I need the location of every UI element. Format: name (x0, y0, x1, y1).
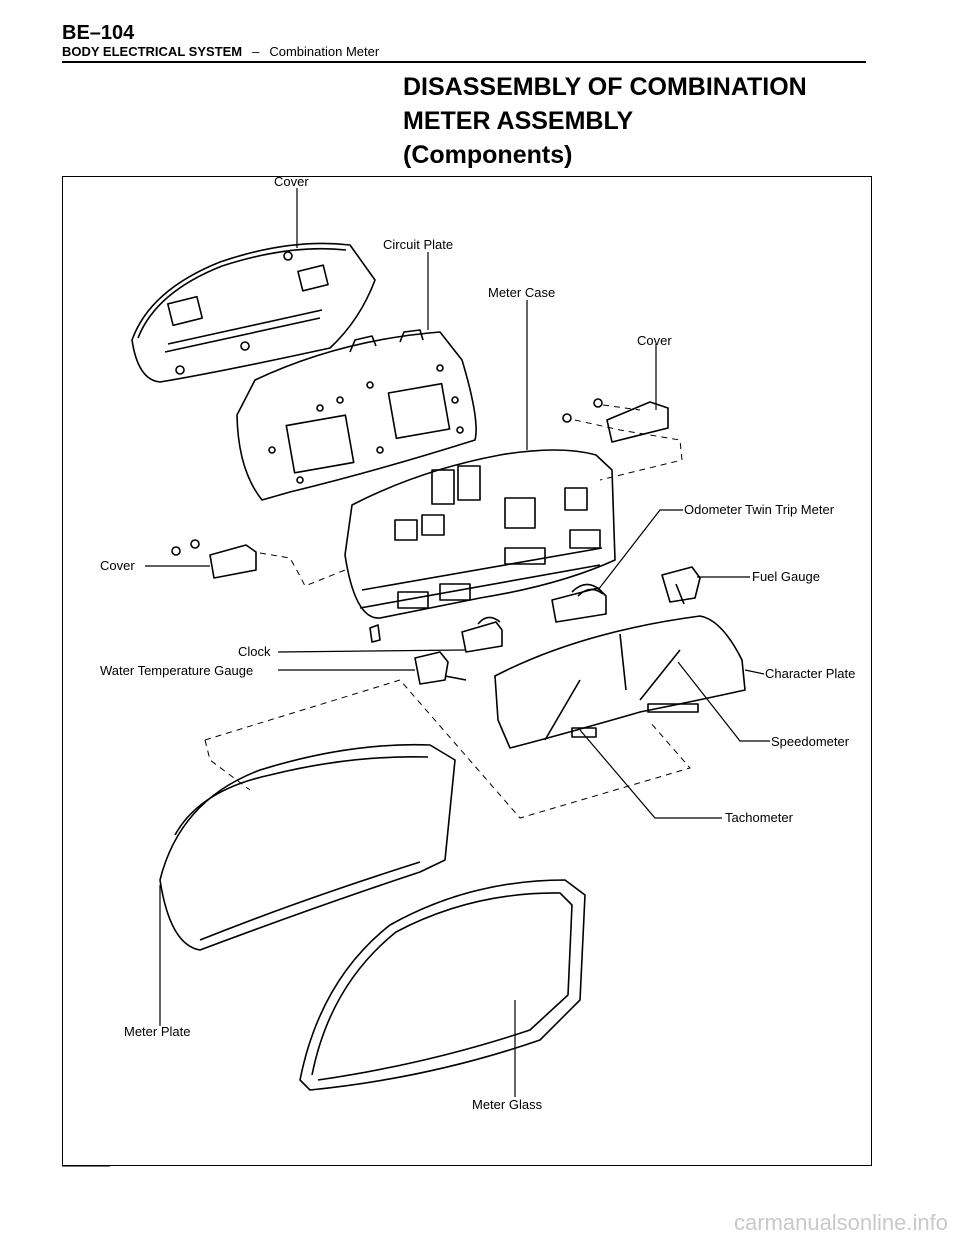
clock-part (461, 616, 503, 653)
label-cover-right: Cover (637, 333, 672, 348)
label-cover-top: Cover (274, 174, 309, 189)
leader-lines (145, 188, 770, 1097)
water-temp-gauge-part (414, 651, 467, 685)
label-meter-plate: Meter Plate (124, 1024, 190, 1039)
dashed-guides (204, 404, 691, 819)
page-number: BE–104 (62, 22, 135, 44)
circuit-plate-part (236, 329, 477, 501)
label-water-temp: Water Temperature Gauge (100, 663, 253, 678)
meter-case-part (344, 449, 616, 643)
watermark: carmanualsonline.info (733, 1210, 948, 1235)
header-rule (62, 61, 866, 63)
label-circuit-plate: Circuit Plate (383, 237, 453, 252)
character-plate-part (494, 615, 746, 749)
running-header: BODY ELECTRICAL SYSTEM–Combination Meter (62, 44, 379, 59)
label-meter-glass: Meter Glass (472, 1097, 543, 1112)
label-fuel-gauge: Fuel Gauge (752, 569, 820, 584)
meter-glass-part (299, 879, 586, 1091)
label-clock: Clock (238, 644, 271, 659)
label-speedometer: Speedometer (771, 734, 850, 749)
section-title: BODY ELECTRICAL SYSTEM (62, 44, 243, 59)
label-character-plate: Character Plate (765, 666, 855, 681)
label-meter-case: Meter Case (488, 285, 555, 300)
title-line-1: DISASSEMBLY OF COMBINATION (403, 73, 807, 101)
rear-cover-part (131, 242, 376, 383)
left-cover-part (171, 539, 257, 579)
right-cover-part (562, 398, 669, 443)
title-line-2: METER ASSEMBLY (403, 107, 634, 135)
label-tachometer: Tachometer (725, 810, 794, 825)
diagram-frame (62, 176, 872, 1166)
label-cover-left: Cover (100, 558, 135, 573)
label-odometer: Odometer Twin Trip Meter (684, 502, 835, 517)
header-separator: – (252, 44, 260, 59)
fuel-gauge-part (661, 566, 701, 605)
meter-plate-part (159, 743, 456, 951)
subsection-title: Combination Meter (269, 44, 380, 59)
title-line-3: (Components) (403, 141, 573, 169)
page-title: DISASSEMBLY OF COMBINATION METER ASSEMBL… (403, 70, 807, 172)
odometer-part (551, 583, 607, 623)
footer-mark (62, 1166, 110, 1167)
